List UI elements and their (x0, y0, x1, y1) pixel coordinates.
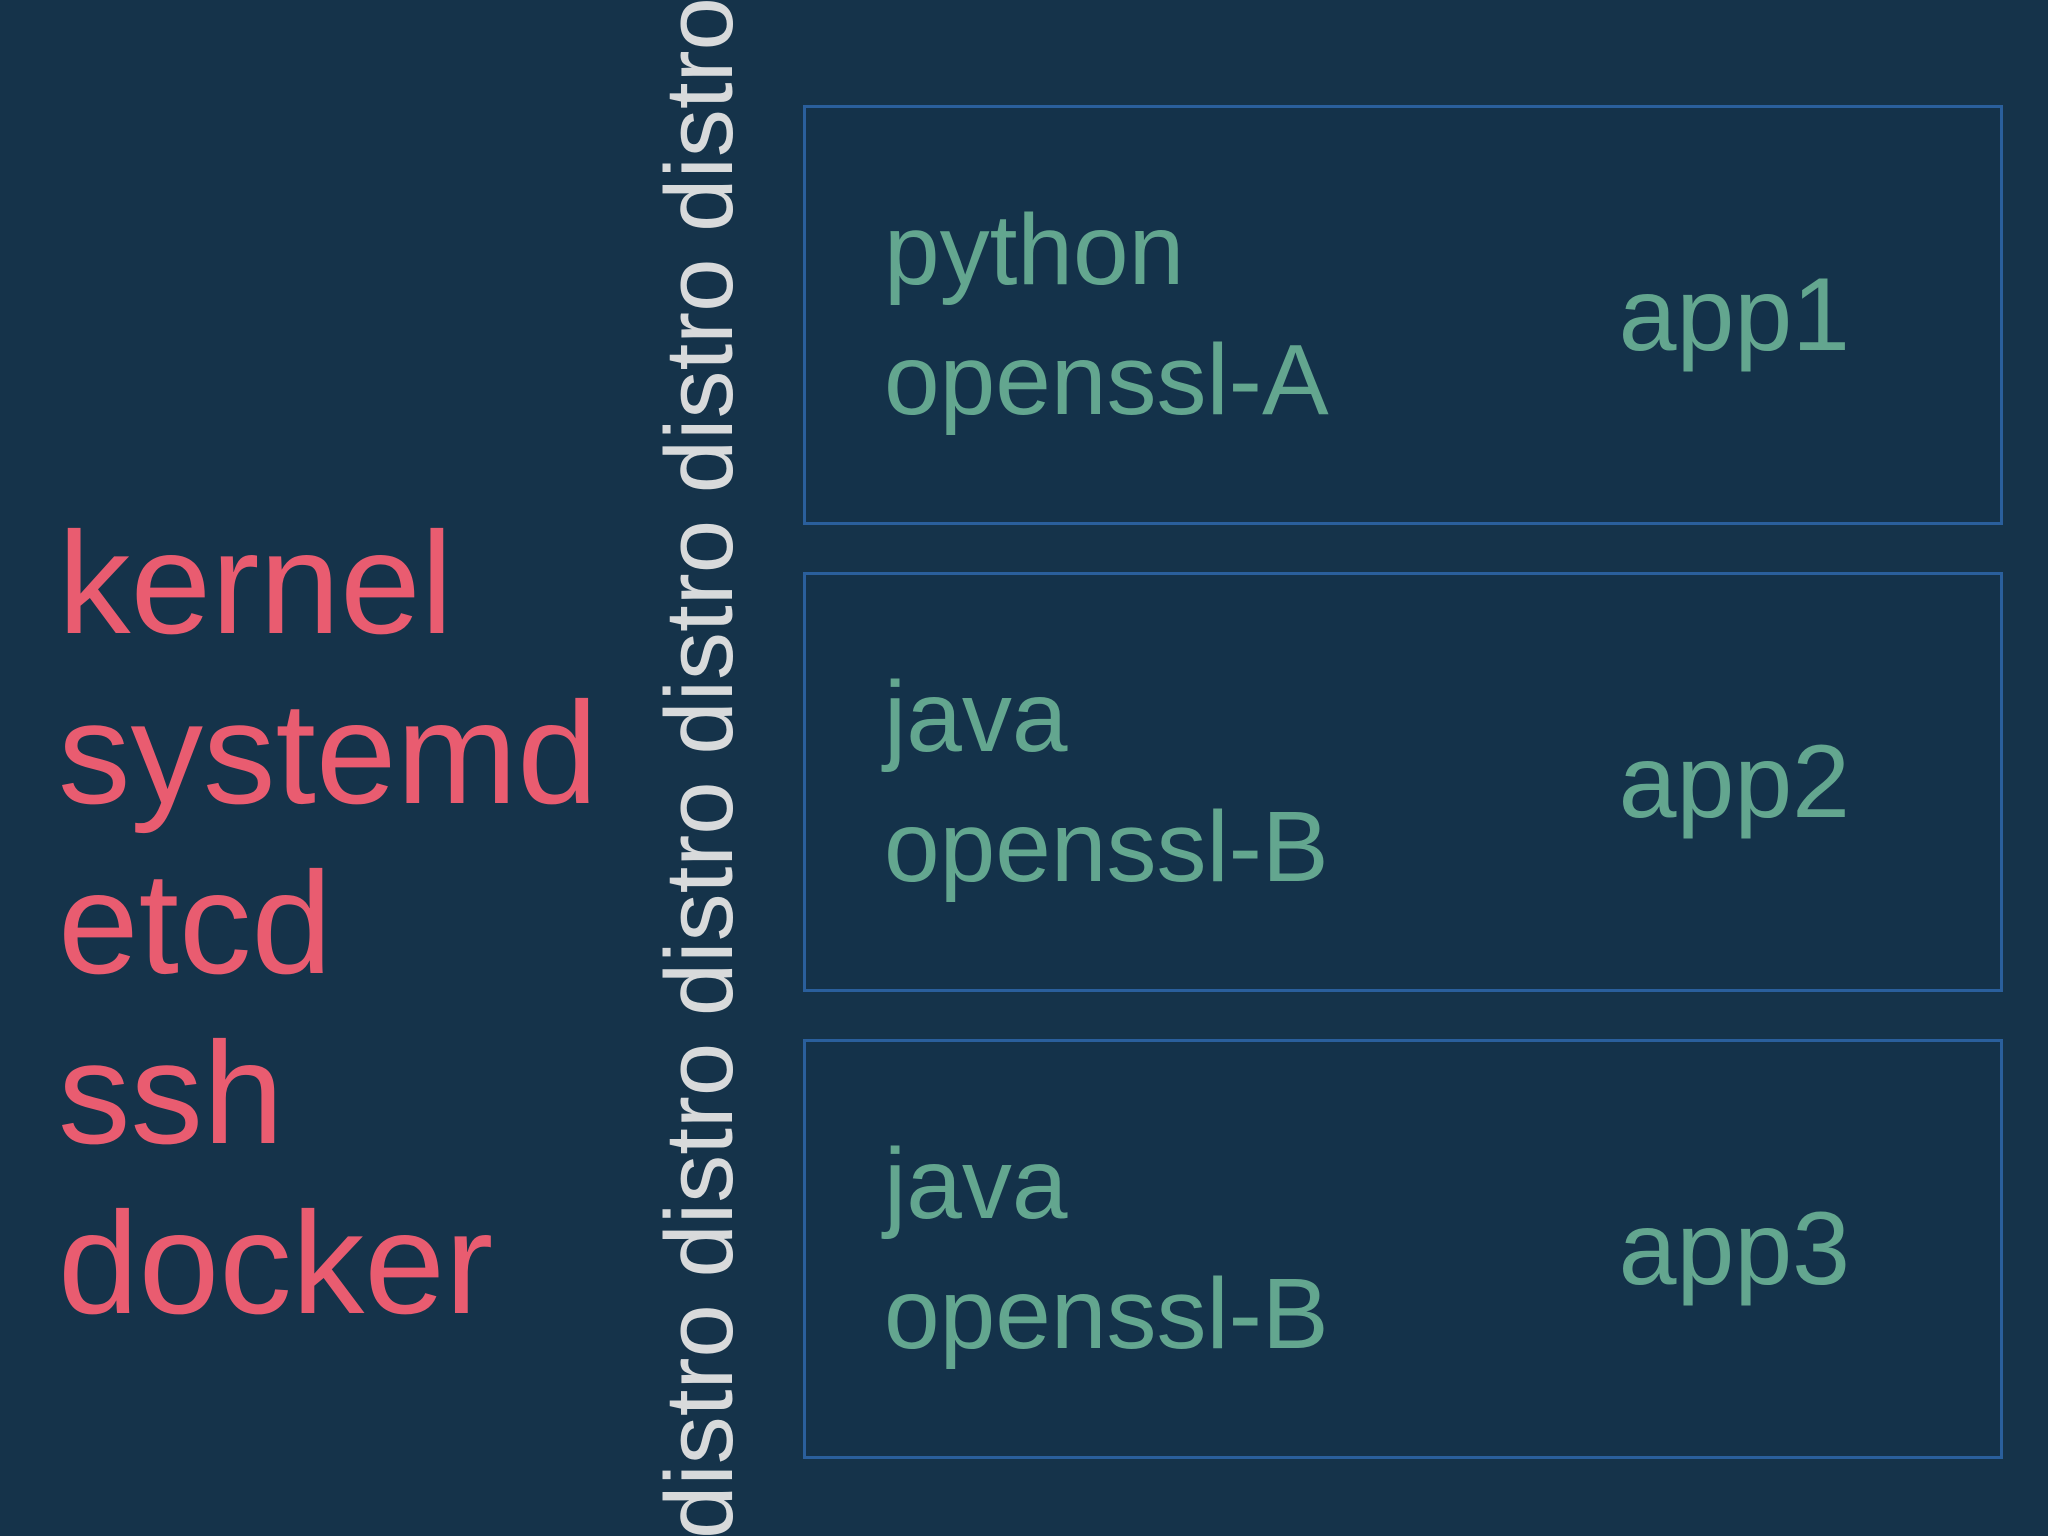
container-2-runtime: java (884, 661, 1068, 773)
container-1-runtime: python (884, 194, 1185, 306)
distro-divider-strip: distro distro distro distro distro distr… (608, 0, 792, 1536)
host-components-list: kernel systemd etcd ssh docker (58, 498, 598, 1348)
container-box-app2: java openssl-B app2 (803, 572, 2003, 992)
container-2-app-label: app2 (1618, 724, 1850, 840)
container-3-app-label: app3 (1618, 1191, 1850, 1307)
host-item-docker: docker (58, 1182, 494, 1344)
container-3-ssl-lib: openssl-B (884, 1258, 1329, 1370)
container-3-runtime-stack: java openssl-B (884, 1119, 1329, 1379)
host-item-ssh: ssh (58, 1012, 284, 1174)
container-1-ssl-lib: openssl-A (884, 324, 1329, 436)
container-box-app1: python openssl-A app1 (803, 105, 2003, 525)
host-item-systemd: systemd (58, 672, 598, 834)
container-2-runtime-stack: java openssl-B (884, 652, 1329, 912)
container-3-runtime: java (884, 1128, 1068, 1240)
host-item-etcd: etcd (58, 842, 333, 1004)
container-1-app-label: app1 (1618, 257, 1850, 373)
container-box-app3: java openssl-B app3 (803, 1039, 2003, 1459)
distro-divider-text: distro distro distro distro distro distr… (646, 0, 753, 1536)
container-2-ssl-lib: openssl-B (884, 791, 1329, 903)
container-1-runtime-stack: python openssl-A (884, 185, 1329, 445)
host-item-kernel: kernel (58, 502, 453, 664)
